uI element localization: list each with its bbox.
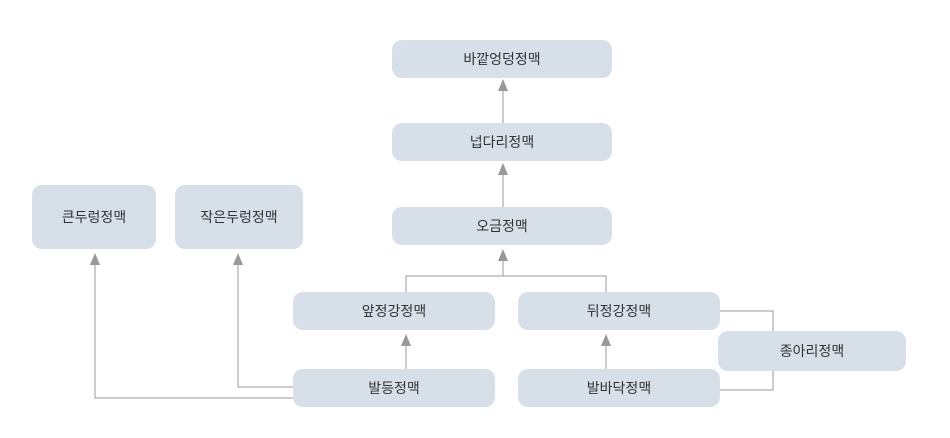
arrowhead-ogeum [498,249,508,261]
arrowhead-keun [90,253,100,265]
node-small-saphenous-vein: 작은두렁정맥 [175,185,303,249]
node-plantar-vein: 발바닥정맥 [518,369,720,407]
edge-dwi-jong [720,310,774,331]
edge-balgdeung-keun [94,257,293,399]
arrowhead-neopdari [498,163,508,175]
arrowhead-dwi [601,334,611,346]
node-dorsal-foot-vein: 발등정맥 [293,369,495,407]
node-external-iliac-vein: 바깥엉덩정맥 [392,40,612,78]
edge-balgdeung-jageun [237,257,293,388]
node-popliteal-vein: 오금정맥 [392,207,612,245]
node-anterior-tibial-vein: 앞정강정맥 [293,292,495,330]
node-posterior-tibial-vein: 뒤정강정맥 [518,292,720,330]
arrowhead-bakkat [498,79,508,91]
edge-ap-ogeum [405,275,607,292]
arrowhead-ap [401,334,411,346]
node-fibular-vein: 종아리정맥 [718,331,906,371]
node-femoral-vein: 넙다리정맥 [392,123,612,161]
node-great-saphenous-vein: 큰두렁정맥 [32,185,156,249]
arrowhead-jageun [233,253,243,265]
edge-balbadak-jong [720,371,774,391]
